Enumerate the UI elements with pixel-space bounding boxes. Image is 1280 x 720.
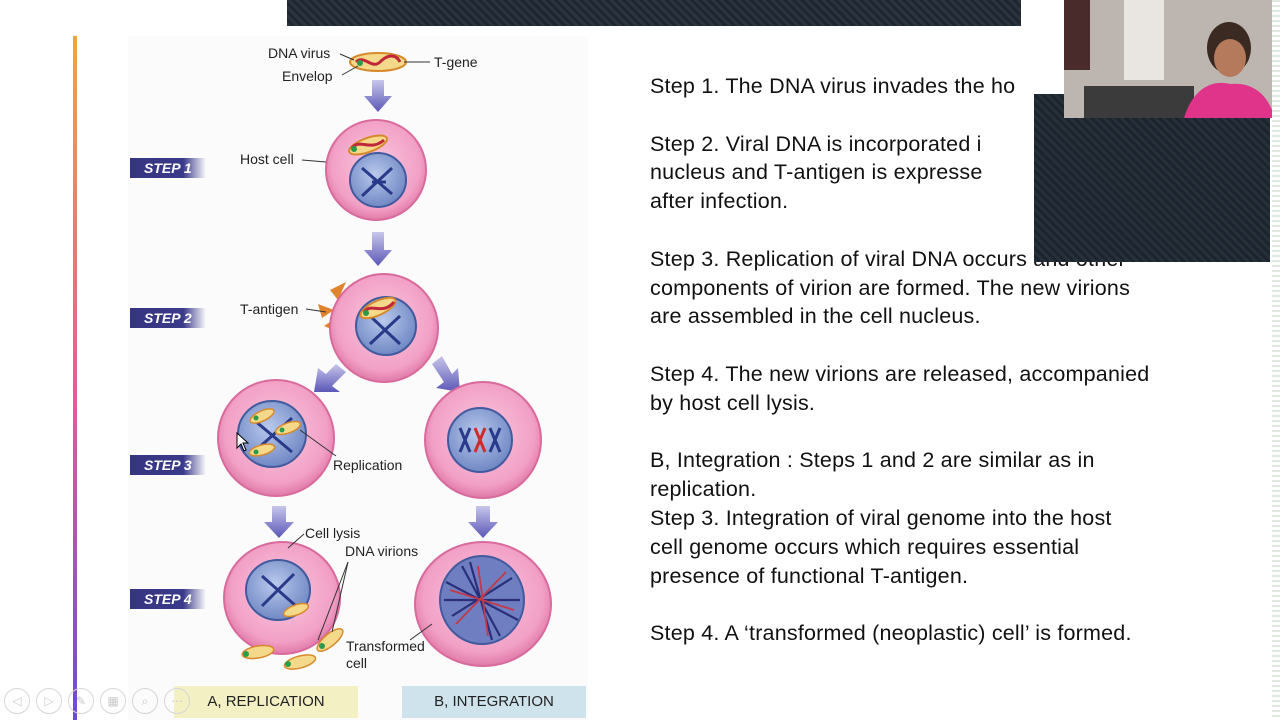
label-dna-virions: DNA virions: [345, 543, 419, 559]
lysed-cell: [223, 541, 344, 670]
text-step4-transformed: Step 4. A ‘transformed (neoplastic) cell…: [650, 621, 1132, 646]
host-cell-step2: [318, 273, 439, 383]
top-overlay-bar: [287, 0, 1021, 26]
flow-arrow: [264, 80, 498, 538]
text-step1: Step 1. The DNA virus invades the ho: [650, 74, 1016, 98]
mouse-cursor-icon: [236, 432, 250, 452]
label-t-antigen: T-antigen: [240, 301, 299, 317]
label-transformed: Transformed: [346, 638, 425, 654]
pen-icon[interactable]: ✎: [68, 688, 94, 714]
dna-virus-icon: [349, 52, 407, 72]
slides-grid-icon[interactable]: ▦: [100, 688, 126, 714]
step-tag-4: STEP 4: [130, 589, 206, 609]
caption-replication: A, REPLICATION: [174, 686, 358, 718]
webcam-privacy-overlay: [1034, 94, 1270, 262]
prev-slide-icon[interactable]: ◁: [4, 688, 30, 714]
presenter-video-image: [1064, 0, 1272, 118]
integration-cell-step3: [424, 381, 542, 499]
label-t-gene: T-gene: [434, 54, 478, 70]
replication-cell: [217, 379, 335, 497]
transformed-cell: [414, 541, 552, 667]
zoom-icon[interactable]: ⌕: [132, 688, 158, 714]
more-options-icon[interactable]: ⋯: [164, 688, 190, 714]
webcam-feed: [1064, 0, 1272, 118]
text-step2: Step 2. Viral DNA is incorporated i nucl…: [650, 131, 983, 214]
next-slide-icon[interactable]: ▷: [36, 688, 62, 714]
label-host-cell: Host cell: [240, 151, 294, 167]
right-edge-strip: [1272, 0, 1280, 720]
text-integration: B, Integration : Steps 1 and 2 are simil…: [650, 448, 1112, 588]
steps-text-panel: Step 1. The DNA virus invades the ho Ste…: [650, 72, 1240, 648]
step-tag-3: STEP 3: [130, 455, 206, 475]
text-step4: Step 4. The new virions are released, ac…: [650, 361, 1150, 415]
step-tag-2: STEP 2: [130, 308, 206, 328]
step-tag-1: STEP 1: [130, 158, 206, 178]
label-cell: cell: [346, 655, 368, 671]
label-cell-lysis: Cell lysis: [305, 525, 361, 541]
label-replication: Replication: [333, 457, 403, 473]
host-cell-step1: [325, 119, 427, 221]
label-envelop: Envelop: [282, 68, 333, 84]
label-dna-virus: DNA virus: [268, 45, 331, 61]
slide-nav-controls: ◁ ▷ ✎ ▦ ⌕ ⋯: [4, 688, 190, 714]
slide-accent-line: [73, 36, 77, 720]
text-step3: Step 3. Replication of viral DNA occurs …: [650, 246, 1131, 329]
caption-integration: B, INTEGRATION: [402, 686, 586, 718]
virus-diagram: [217, 52, 552, 670]
